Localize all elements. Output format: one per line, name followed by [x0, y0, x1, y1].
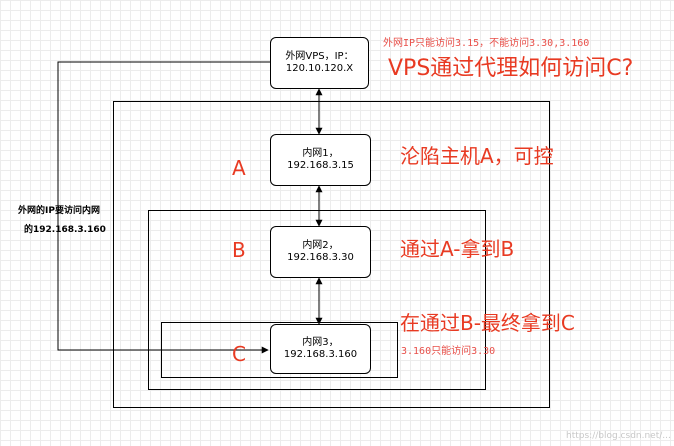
watermark: https://blog.csdn.net/...	[566, 431, 671, 441]
network-boundary-c	[161, 322, 398, 378]
network-boundary-a	[113, 101, 550, 408]
step-b-label: 通过A-拿到B	[400, 237, 515, 261]
link-vps-to-c	[57, 61, 270, 354]
zone-label-b: B	[232, 238, 246, 262]
host-b-node: 内网2，192.168.3.30	[270, 226, 371, 278]
vps-node: 外网VPS，IP： 120.10.120.X	[270, 37, 369, 89]
c-access-note: 3.160只能访问3.30	[401, 346, 496, 357]
top-note: 外网IP只能访问3.15，不能访问3.30,3.160	[383, 38, 590, 49]
step-c-label: 在通过B-最终拿到C	[400, 311, 575, 335]
host-c-node: 内网3， 192.168.3.160	[270, 324, 371, 374]
network-boundary-b	[148, 210, 486, 390]
step-a-label: 沦陷主机A，可控	[400, 144, 554, 168]
zone-label-c: C	[232, 342, 246, 366]
zone-label-a: A	[232, 156, 246, 180]
question-title: VPS通过代理如何访问C?	[388, 56, 634, 81]
side-note-line1: 外网的IP要访问内网	[18, 206, 100, 216]
host-a-node: 内网1，192.168.3.15	[270, 134, 371, 186]
side-note-line2: 的192.168.3.160	[24, 225, 106, 235]
